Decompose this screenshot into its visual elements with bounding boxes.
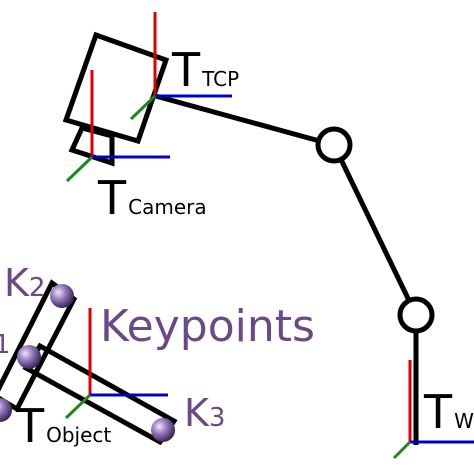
object-frame-axes — [64, 308, 168, 420]
camera-lens — [68, 125, 115, 167]
wrist-joint — [397, 296, 435, 334]
keypoint-k3-subscript: 3 — [209, 403, 226, 433]
keypoint-k2-symbol: K — [4, 261, 30, 305]
camera-label-symbol: T — [97, 171, 127, 225]
keypoint-k3-symbol: K — [184, 391, 210, 435]
keypoint-k3-label: K3 — [184, 391, 225, 435]
tcp-y-axis — [129, 94, 157, 121]
camera-y-axis — [65, 155, 94, 183]
world-y-axis — [392, 440, 412, 460]
keypoint-k2-sphere — [50, 284, 74, 308]
object-y-axis — [64, 393, 92, 420]
elbow-joint — [315, 126, 353, 164]
keypoint-k3-sphere — [151, 418, 175, 442]
camera-label-subscript: Camera — [128, 195, 207, 219]
keypoints-title: Keypoints — [100, 301, 315, 352]
arm-link-upper — [151, 92, 335, 148]
arm-link-lower — [331, 143, 419, 317]
keypoint-k2-subscript: 2 — [29, 273, 46, 303]
camera-frame-axes — [65, 70, 170, 183]
tcp-frame-axes — [129, 12, 232, 121]
keypoint-k2-label: K2 — [4, 261, 45, 305]
world-frame-axes — [392, 360, 474, 460]
camera-body — [62, 31, 170, 145]
world-label-subscript: W — [454, 409, 474, 433]
object-label-subscript: Object — [46, 423, 111, 447]
world-label-symbol: T — [423, 385, 453, 439]
keypoint-k4-sphere — [0, 398, 12, 422]
object-label-symbol: T — [15, 399, 45, 453]
keypoint-k1-sphere — [17, 345, 41, 369]
tcp-label-subscript: TCP — [201, 67, 239, 91]
tcp-label-symbol: T — [171, 43, 201, 97]
keypoint-k1-label: 1 — [0, 330, 11, 360]
keypoint-k1-subscript: 1 — [0, 330, 11, 360]
